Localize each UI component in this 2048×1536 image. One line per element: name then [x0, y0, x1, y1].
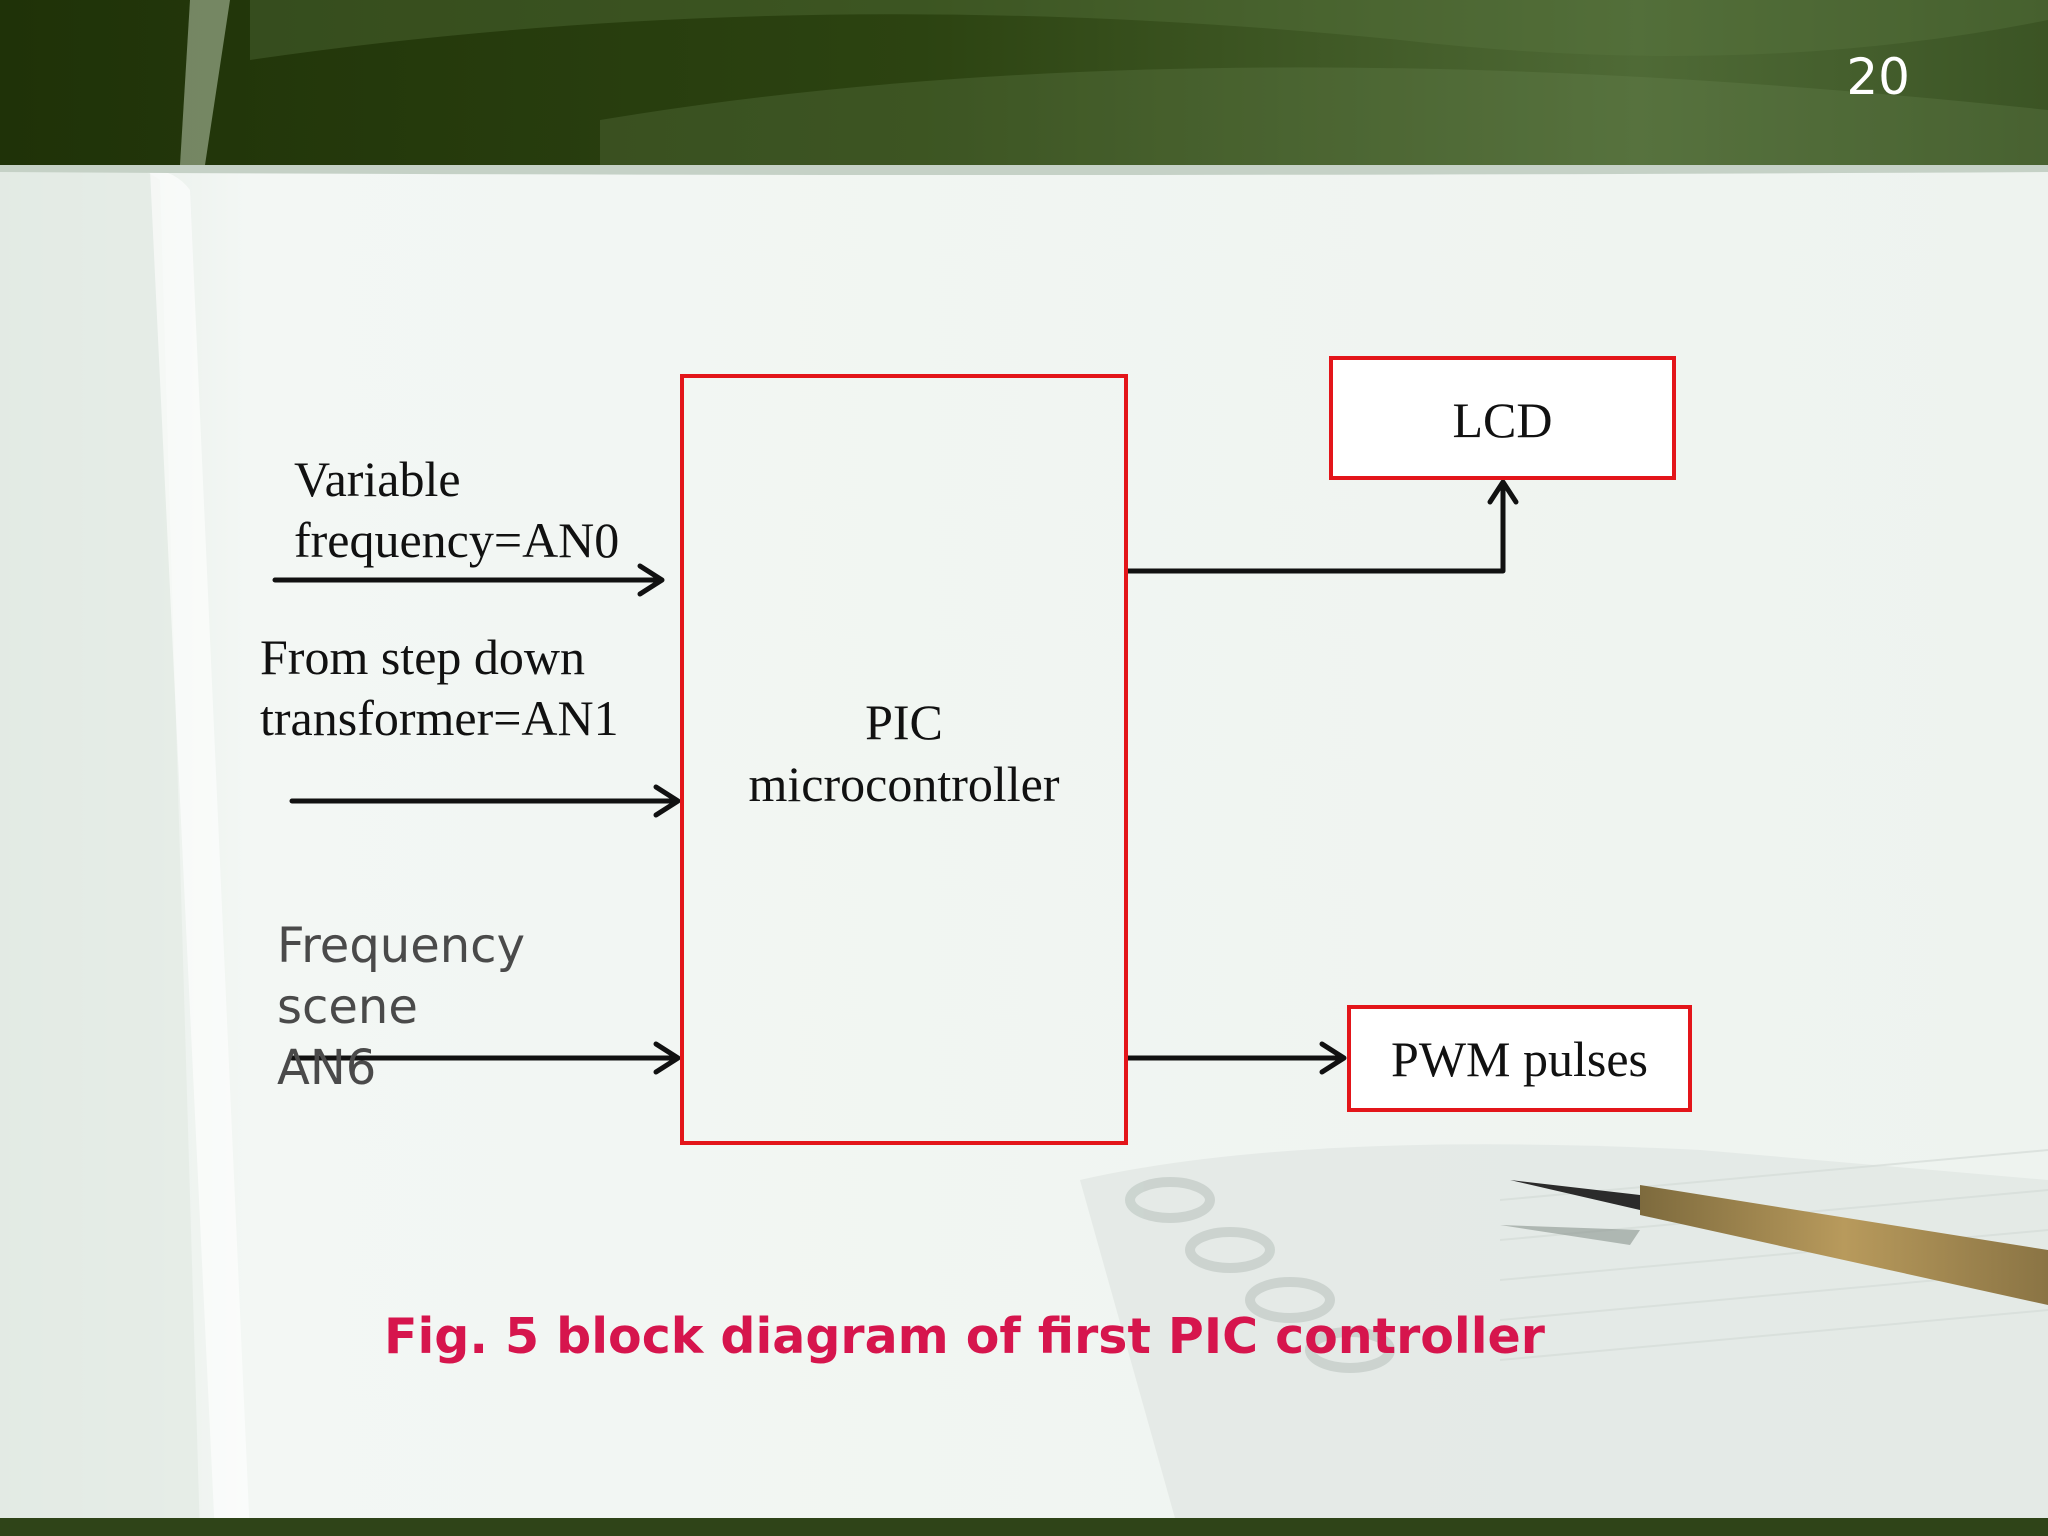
an1-label-line2: transformer=AN1 — [260, 690, 619, 746]
an6-label-line3: AN6 — [277, 1040, 377, 1096]
lcd-label: LCD — [1452, 392, 1553, 448]
an0-label-line1: Variable — [294, 451, 461, 507]
pwm-block: PWM pulses — [1347, 1005, 1692, 1112]
lcd-block: LCD — [1329, 356, 1676, 480]
an1-arrowhead — [653, 784, 681, 818]
pwm-label: PWM pulses — [1391, 1031, 1648, 1087]
an6-label-line1: Frequency — [277, 918, 525, 974]
an0-arrowhead — [637, 563, 665, 597]
pic-label-line2: microcontroller — [748, 756, 1060, 812]
lcd-arrowhead — [1487, 479, 1519, 505]
pwm-arrowhead — [1319, 1041, 1347, 1075]
an0-label-line2: frequency=AN0 — [294, 512, 620, 568]
an6-arrowhead — [653, 1041, 681, 1075]
figure-caption: Fig. 5 block diagram of first PIC contro… — [384, 1308, 1545, 1365]
an1-label-line1: From step down — [260, 629, 585, 685]
pic-microcontroller-block: PIC microcontroller — [680, 374, 1128, 1145]
an6-label-line2: scene — [277, 979, 418, 1035]
pic-label-line1: PIC — [865, 694, 943, 750]
lcd-connector — [1125, 481, 1506, 574]
slide-number: 20 — [1846, 48, 1910, 106]
